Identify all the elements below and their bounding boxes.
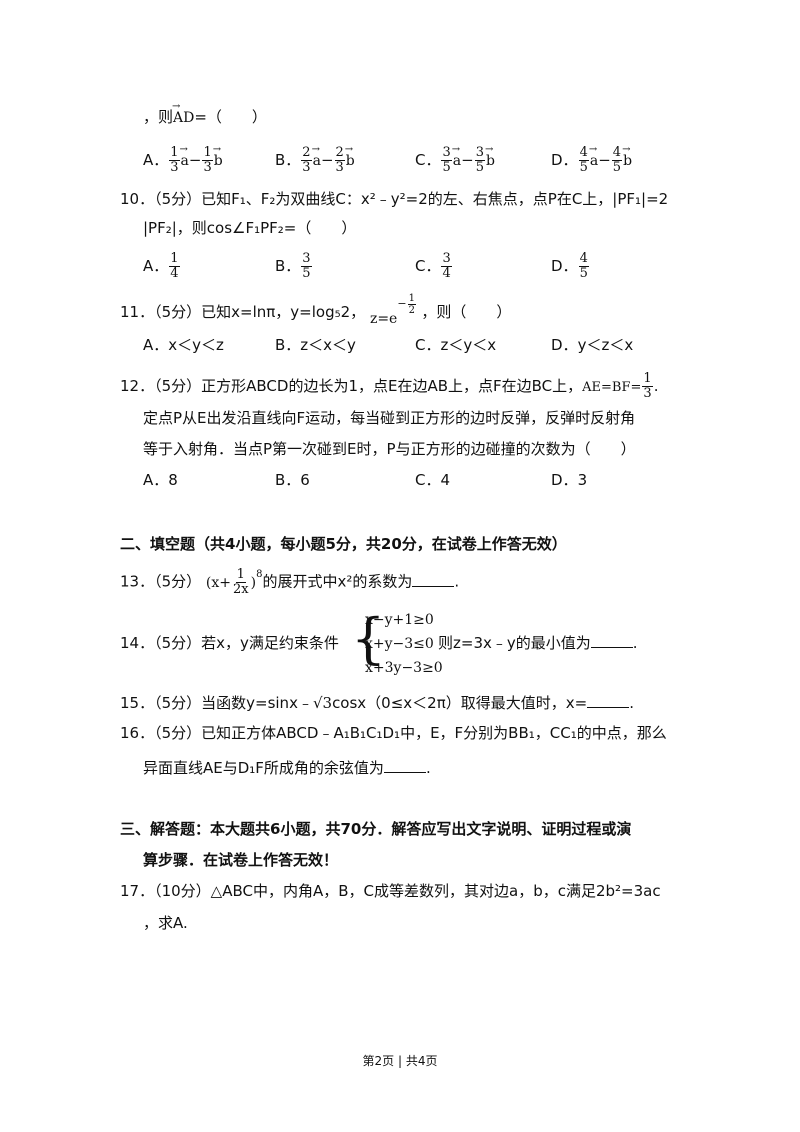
q9-option-a[interactable]: A．13a−13b [143,139,223,175]
vector-b: b [213,139,223,172]
q12-option-b[interactable]: B．6 [275,469,310,491]
option-label: A． [143,151,169,169]
q14-constraint-1: x−y+1≥0 [365,612,434,628]
option-text: 3 [577,471,588,489]
q12-line2: 定点P从E出发沿直线向F运动，每当碰到正方形的边时反弹，反弹时反射角 [143,409,636,427]
option-label: B． [275,336,301,354]
answer-blank[interactable] [383,758,426,773]
option-text: z＜x＜y [300,336,356,354]
option-label: D． [551,471,578,489]
vector-a: a [312,139,321,172]
q12-option-a[interactable]: A．8 [143,469,178,491]
option-text: 8 [168,471,178,489]
q9-option-c[interactable]: C．35a−35b [415,139,495,175]
q14-constraint-3: x+3y−3≥0 [365,660,443,676]
vector-b: b [345,139,355,172]
q9-option-d[interactable]: D．45a−45b [551,139,632,175]
option-text: 6 [300,471,310,489]
answer-blank[interactable] [587,693,630,708]
option-text: z＜y＜x [440,336,497,354]
vector-a: a [589,139,598,172]
vector-a: a [180,139,189,172]
option-label: C． [415,471,441,489]
section3-heading-line2: 算步骤．在试卷上作答无效！ [143,851,339,869]
option-label: C． [415,151,441,169]
q17-line2: ，求A. [143,914,188,932]
option-label: A． [143,257,169,275]
q15-line: 15．（5分）当函数y=sinx﹣√3cosx（0≤x＜2π）取得最大值时，x=… [120,693,634,712]
option-label: B． [275,471,301,489]
sqrt3: √3 [312,694,333,712]
q11-option-c[interactable]: C．z＜y＜x [415,334,496,356]
q12-line3: 等于入射角．当点P第一次碰到E时，P与正方形的边碰撞的次数为（ ） [143,440,636,458]
option-label: C． [415,336,441,354]
page-footer: 第2页 | 共4页 [362,1054,438,1068]
q11-option-d[interactable]: D．y＜z＜x [551,334,633,356]
q11-option-b[interactable]: B．z＜x＜y [275,334,356,356]
q9-option-b[interactable]: B．23a−23b [275,139,355,175]
vector-b: b [622,139,632,172]
answer-blank[interactable] [590,633,633,648]
q17-line1: 17．（10分）△ABC中，内角A，B，C成等差数列，其对边a，b，c满足2b²… [120,882,661,900]
q14-suffix-line: 则z=3x﹣y的最小值为. [438,633,638,652]
q11-text-b: ，则（ ） [421,303,512,321]
option-text: y＜z＜x [577,336,634,354]
q16-line2: 异面直线AE与D₁F所成角的余弦值为. [143,758,431,777]
q11-text-a: 11．（5分）已知x=lnπ，y=log₅2， [120,303,366,321]
q14-brace: { [351,607,386,670]
option-label: A． [143,336,169,354]
q9-tail-prefix: ，则 [143,108,174,126]
q12-option-d[interactable]: D．3 [551,469,587,491]
option-label: B． [275,151,301,169]
option-label: B． [275,257,301,275]
q12-option-c[interactable]: C．4 [415,469,450,491]
section2-heading: 二、填空题（共4小题，每小题5分，共20分，在试卷上作答无效） [120,535,567,553]
option-label: D． [551,151,578,169]
option-label: D． [551,257,578,275]
option-label: A． [143,471,169,489]
q11-option-a[interactable]: A．x＜y＜z [143,334,224,356]
option-text: x＜y＜z [168,336,224,354]
q9-tail-suffix: =（ ） [194,108,267,126]
q16-line1: 16．（5分）已知正方体ABCD﹣A₁B₁C₁D₁中，E，F分别为BB₁，CC₁… [120,724,667,742]
q10-line2: |PF₂|，则cos∠F₁PF₂=（ ） [143,219,357,237]
answer-blank[interactable] [412,572,455,587]
option-label: D． [551,336,578,354]
q10-line1: 10．（5分）已知F₁、F₂为双曲线C：x²﹣y²=2的左、右焦点，点P在C上，… [120,190,669,208]
vector-b: b [485,139,495,172]
option-text: 4 [440,471,451,489]
vector-a: a [452,139,461,172]
q9-tail: ，则AD=（ ） [143,96,267,129]
section3-heading-line1: 三、解答题：本大题共6小题，共70分．解答应写出文字说明、证明过程或演 [120,820,632,838]
q14-prefix: 14．（5分）若x，y满足约束条件 [120,634,339,652]
q12-expr: AE=BF= [582,380,642,395]
vector-ad: AD [172,96,194,129]
q12-line1: 12．（5分）正方形ABCD的边长为1，点E在边AB上，点F在边BC上，AE=B… [120,371,659,401]
q14-constraint-2: x+y−3≤0 [365,636,434,652]
option-label: C． [415,257,441,275]
